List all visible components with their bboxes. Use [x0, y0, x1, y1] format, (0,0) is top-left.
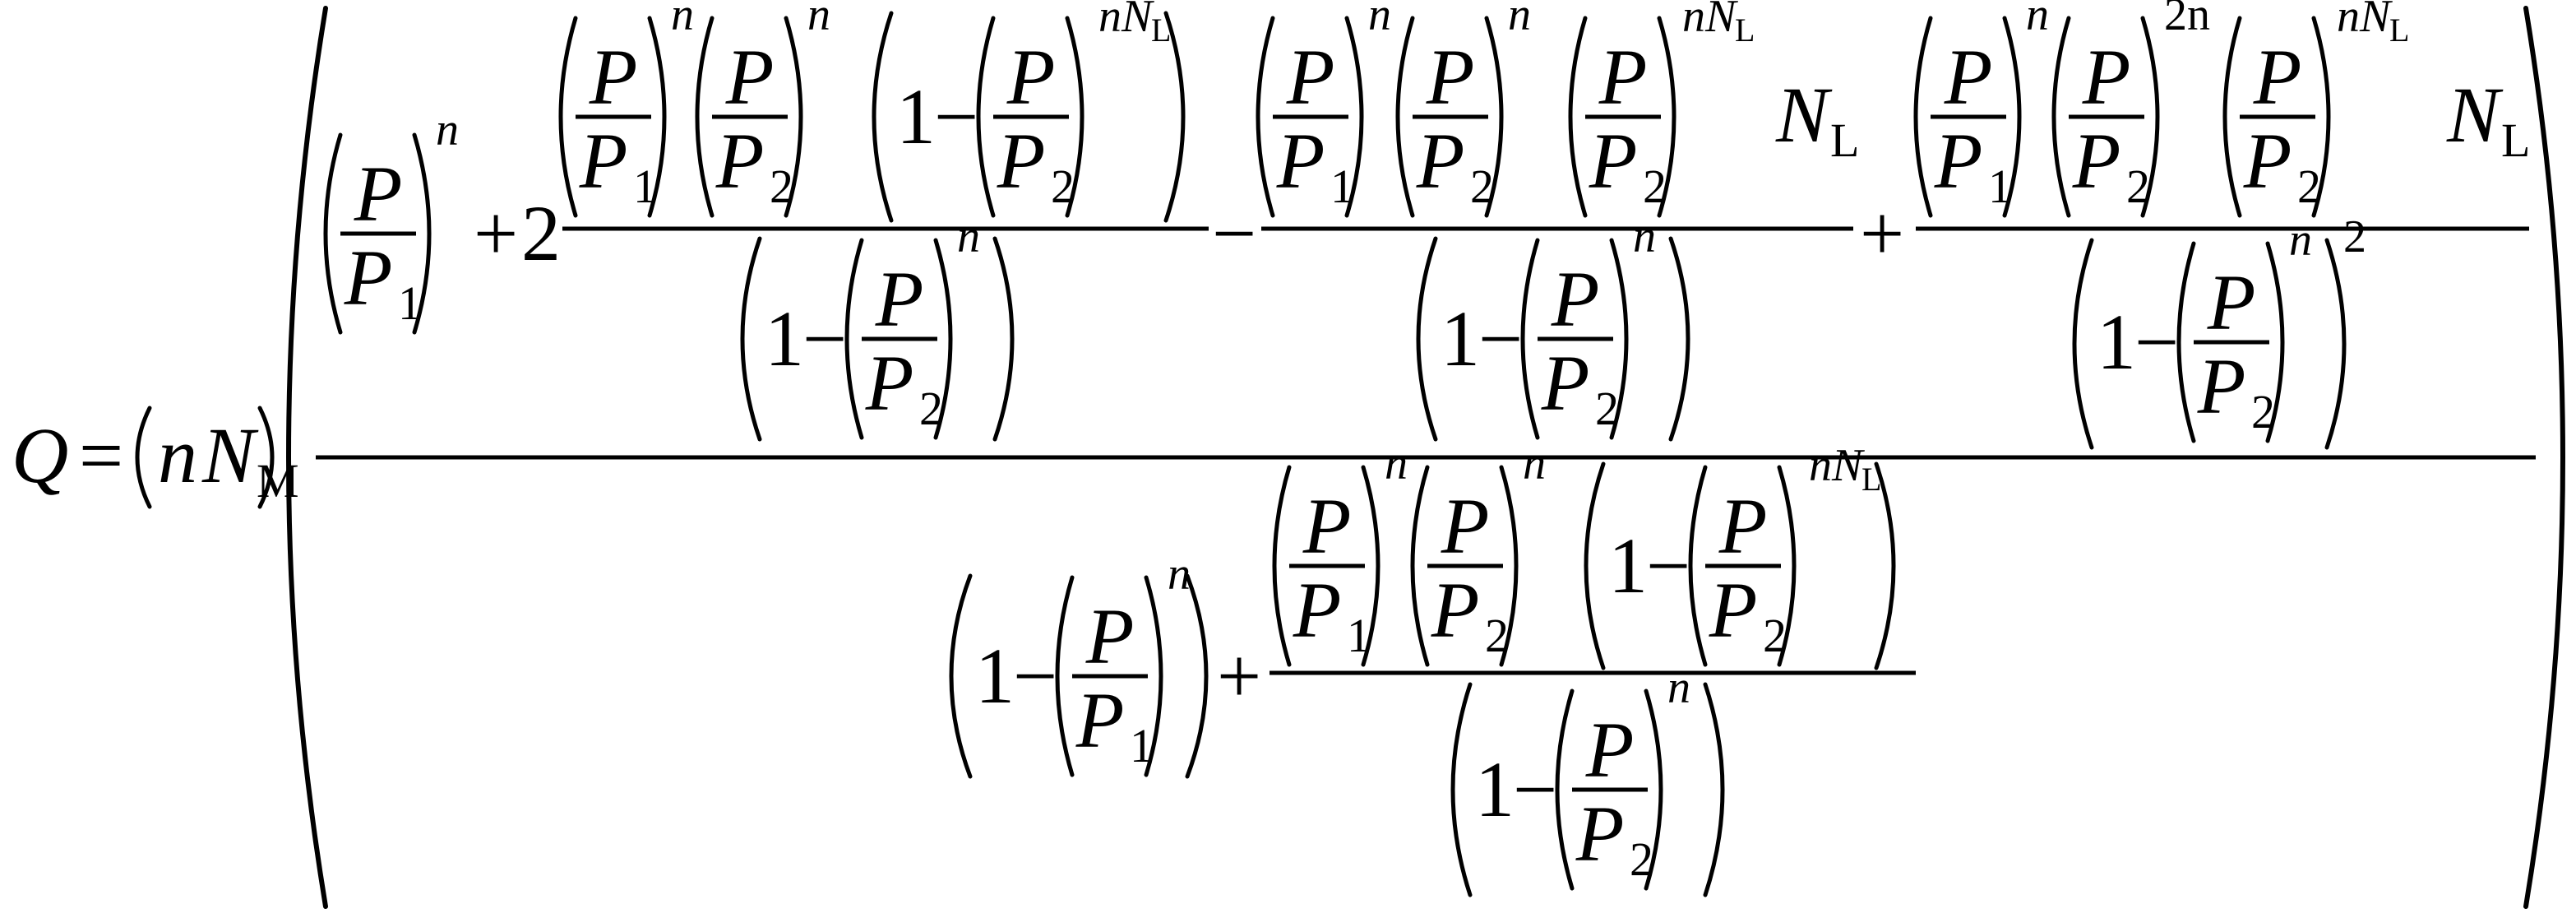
exponent-n: n: [957, 211, 980, 262]
one: 1: [1441, 294, 1480, 382]
exponent-n: n: [1098, 0, 1122, 42]
n-symbol: n: [158, 411, 197, 499]
Q-symbol: Q: [12, 411, 68, 499]
paren-left: [949, 573, 973, 779]
minus-sign: −: [802, 294, 847, 382]
exponent-subscript-L: L: [2389, 12, 2409, 49]
paren-right: [1163, 11, 1186, 223]
term2-fraction: n n 1 − n N L 1 − n: [561, 0, 1209, 442]
one: 1: [1475, 745, 1515, 833]
plus-sign: +: [1860, 189, 1904, 277]
exponent-n: n: [2289, 215, 2312, 266]
minus-sign: −: [1646, 522, 1690, 610]
plus-sign: +: [474, 189, 518, 277]
outer-left-paren: [286, 6, 328, 909]
exponent-n: n: [1682, 0, 1705, 42]
left-paren-nNM: [135, 406, 152, 509]
paren-left: [1450, 682, 1473, 897]
paren-right: [1668, 236, 1690, 442]
exponent-2: 2: [2343, 211, 2366, 262]
denominator-fraction: n n 1 − n N L 1 − n: [1270, 438, 1916, 897]
denominator: 1 − n + n n 1 − n N L: [949, 438, 1916, 897]
paren-left: [740, 236, 762, 442]
N-symbol: N: [2446, 71, 2504, 159]
subscript-L: L: [2501, 114, 2530, 167]
one: 1: [896, 72, 936, 160]
minus-sign: −: [2134, 298, 2179, 386]
paren-right: [992, 236, 1015, 442]
exponent-n: n: [1385, 438, 1408, 489]
lhs: Q = n N M: [12, 406, 299, 509]
exponent-n: n: [1809, 440, 1832, 491]
exponent-N: N: [2359, 0, 2393, 42]
minus-sign: −: [1013, 632, 1057, 720]
paren-right: [1185, 573, 1209, 779]
minus-sign: −: [1212, 189, 1256, 277]
minus-sign: −: [1478, 294, 1523, 382]
exponent-N: N: [1121, 0, 1154, 42]
term1-P-over-P1-pow-n: n: [326, 104, 459, 332]
exponent-n: n: [1368, 0, 1391, 40]
coefficient-2: 2: [521, 189, 561, 277]
term3-fraction: n n n N L N L 1 − n: [1258, 0, 1859, 442]
paren-left: [872, 11, 894, 223]
exponent-n: n: [1523, 438, 1546, 489]
exponent-n: n: [2026, 0, 2049, 40]
right-paren-nNM: [257, 406, 275, 509]
paren-right: [2324, 238, 2347, 450]
minus-sign: −: [1513, 745, 1557, 833]
N-symbol: N: [201, 411, 259, 499]
exponent-n: n: [1633, 211, 1656, 262]
subscript-L: L: [1830, 114, 1859, 167]
N-symbol: N: [1775, 71, 1833, 159]
paren-left: [1584, 461, 1606, 670]
exponent-N: N: [1831, 440, 1865, 491]
paren-left: [2072, 238, 2094, 450]
minus-sign: −: [934, 72, 978, 160]
term4-fraction: n 2n n N L N L 1 − n 2: [1916, 0, 2530, 450]
one: 1: [765, 294, 804, 382]
equals-sign: =: [79, 411, 123, 499]
exponent-n: n: [1667, 662, 1690, 713]
paren-right: [1703, 682, 1725, 897]
exponent-2n: 2n: [2164, 0, 2210, 40]
exponent-n: n: [436, 104, 459, 155]
exponent-n: n: [2337, 0, 2360, 42]
paren-left: [1416, 236, 1438, 442]
exponent-n: n: [807, 0, 830, 40]
numerator: n + 2 n n 1 − n N L: [326, 0, 2530, 450]
exponent-n: n: [671, 0, 694, 40]
outer-right-paren: [2523, 6, 2565, 909]
one: 1: [975, 632, 1015, 720]
exponent-n: n: [1508, 0, 1531, 40]
exponent-N: N: [1704, 0, 1738, 42]
paren-right: [1874, 461, 1896, 670]
plus-sign: +: [1217, 632, 1261, 720]
one: 1: [2097, 298, 2136, 386]
one: 1: [1608, 522, 1648, 610]
exponent-subscript-L: L: [1735, 12, 1755, 49]
